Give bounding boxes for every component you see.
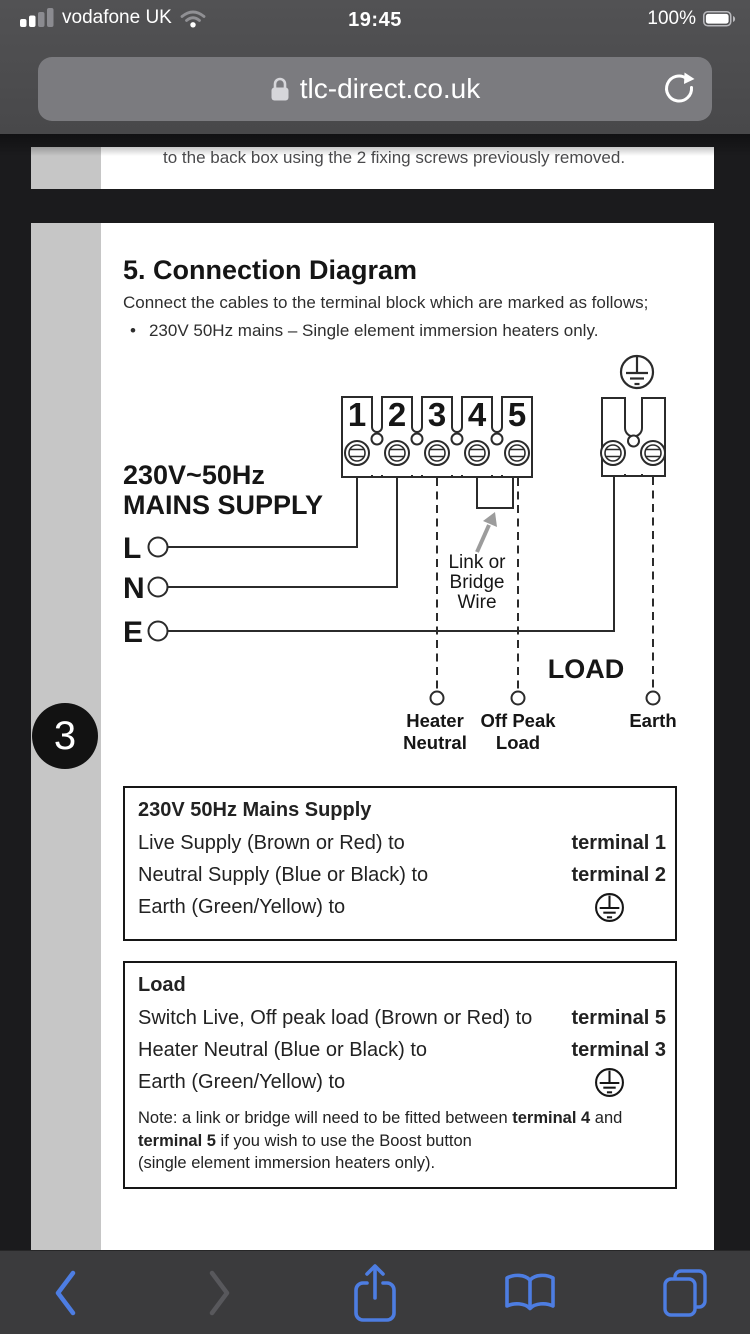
wifi-icon <box>180 10 206 28</box>
wiring-label: Switch Live, Off peak load (Brown or Red… <box>138 1007 533 1029</box>
wiring-row: Earth (Green/Yellow) to <box>138 891 666 923</box>
reload-button[interactable] <box>660 70 698 108</box>
box-title: Load <box>138 974 186 996</box>
terminal-number: 2 <box>388 396 406 433</box>
wiring-row: Heater Neutral (Blue or Black) to termin… <box>138 1034 666 1066</box>
wiring-row: Earth (Green/Yellow) to <box>138 1066 666 1098</box>
earth-symbol-icon <box>619 354 655 390</box>
share-button[interactable] <box>344 1262 406 1324</box>
terminal-number: 5 <box>508 396 526 433</box>
bullet-marker: • <box>130 321 136 340</box>
carrier-label: vodafone UK <box>62 7 172 28</box>
status-bar: vodafone UK 19:45 100% <box>0 0 750 44</box>
terminal-ref: terminal 3 <box>571 1039 666 1061</box>
offpeak-load-label: Load <box>496 732 540 753</box>
bridge-arrow <box>475 512 497 553</box>
terminal-ref: terminal 1 <box>571 832 666 854</box>
bridge-note: Note: a link or bridge will need to be f… <box>138 1107 625 1175</box>
battery-icon <box>703 11 736 27</box>
bridge-label: Bridge <box>450 572 505 593</box>
back-button[interactable] <box>34 1262 96 1324</box>
page-number: 3 <box>53 713 77 758</box>
note-text: (single element immersion heaters only). <box>138 1154 436 1172</box>
wiring-row: Switch Live, Off peak load (Brown or Red… <box>138 1002 666 1034</box>
terminal-number: 4 <box>468 396 487 433</box>
page-number-badge: 3 <box>32 703 98 769</box>
supply-label: 230V~50Hz <box>123 460 265 490</box>
supply-wires <box>168 477 615 632</box>
load-box: Load Switch Live, Off peak load (Brown o… <box>123 961 677 1189</box>
cellular-signal-icon <box>20 8 54 27</box>
note-text: if you wish to use the Boost button <box>215 1131 472 1150</box>
mains-supply-box: 230V 50Hz Mains Supply Live Supply (Brow… <box>123 786 677 941</box>
neutral-label: N <box>123 572 145 605</box>
wiring-label: Heater Neutral (Blue or Black) to <box>138 1039 428 1061</box>
note-text: and <box>590 1109 623 1127</box>
terminal-number: 1 <box>348 396 366 433</box>
terminal-ref: terminal 5 <box>571 1007 666 1029</box>
wiring-label: Earth (Green/Yellow) to <box>138 1071 346 1093</box>
terminal-screws <box>344 440 666 466</box>
section-heading: 5. Connection Diagram <box>123 255 418 285</box>
note-terminal-4: terminal 4 <box>512 1109 591 1127</box>
earth-symbol-icon <box>595 1067 624 1097</box>
url-field[interactable]: tlc-direct.co.uk <box>38 57 712 121</box>
earth-label: E <box>123 616 143 649</box>
heater-neutral-label: Neutral <box>403 732 467 753</box>
live-label: L <box>123 532 141 565</box>
bullet-text: 230V 50Hz mains – Single element immersi… <box>148 321 599 340</box>
terminal-number: 3 <box>428 396 446 433</box>
url-text: tlc-direct.co.uk <box>299 73 481 104</box>
safari-toolbar <box>0 1250 750 1334</box>
load-title: LOAD <box>548 654 625 684</box>
box-title: 230V 50Hz Mains Supply <box>138 799 372 821</box>
note-terminal-5: terminal 5 <box>138 1131 216 1150</box>
earth-symbol-icon <box>595 892 624 922</box>
wiring-label: Live Supply (Brown or Red) to <box>138 832 405 854</box>
page-gutter <box>31 147 101 189</box>
wiring-label: Neutral Supply (Blue or Black) to <box>138 864 429 886</box>
supply-label: MAINS SUPPLY <box>123 490 323 520</box>
clock: 19:45 <box>348 9 402 31</box>
connection-diagram: 1 2 3 4 5 230V~50Hz MAINS SUPPLY L N E <box>123 354 677 753</box>
offpeak-load-label: Off Peak <box>480 710 556 731</box>
lock-icon <box>271 77 289 101</box>
safari-top-chrome: vodafone UK 19:45 100% <box>0 0 750 134</box>
forward-button <box>189 1262 251 1324</box>
heater-neutral-label: Heater <box>406 710 464 731</box>
bridge-label: Link or <box>448 552 506 573</box>
note-text: Note: a link or bridge will need to be f… <box>138 1109 513 1127</box>
terminal-ref: terminal 2 <box>571 864 666 886</box>
bookmarks-button[interactable] <box>499 1262 561 1324</box>
tabs-button[interactable] <box>654 1262 716 1324</box>
earth-wire-label: Earth <box>629 710 676 731</box>
wiring-row: Neutral Supply (Blue or Black) to termin… <box>138 859 666 891</box>
pdf-page: 3 5. Connection Diagram Connect the cabl… <box>31 223 714 1250</box>
bullet-item: • 230V 50Hz mains – Single element immer… <box>130 321 598 341</box>
wiring-row: Live Supply (Brown or Red) to terminal 1 <box>138 827 666 859</box>
wiring-label: Earth (Green/Yellow) to <box>138 896 346 918</box>
load-wires <box>436 477 654 690</box>
previous-page-text: to the back box using the 2 fixing screw… <box>163 148 626 167</box>
section-intro: Connect the cables to the terminal block… <box>123 293 649 312</box>
pdf-page-previous: to the back box using the 2 fixing screw… <box>31 147 714 189</box>
battery-percent: 100% <box>647 8 696 29</box>
bridge-label: Wire <box>457 592 496 613</box>
